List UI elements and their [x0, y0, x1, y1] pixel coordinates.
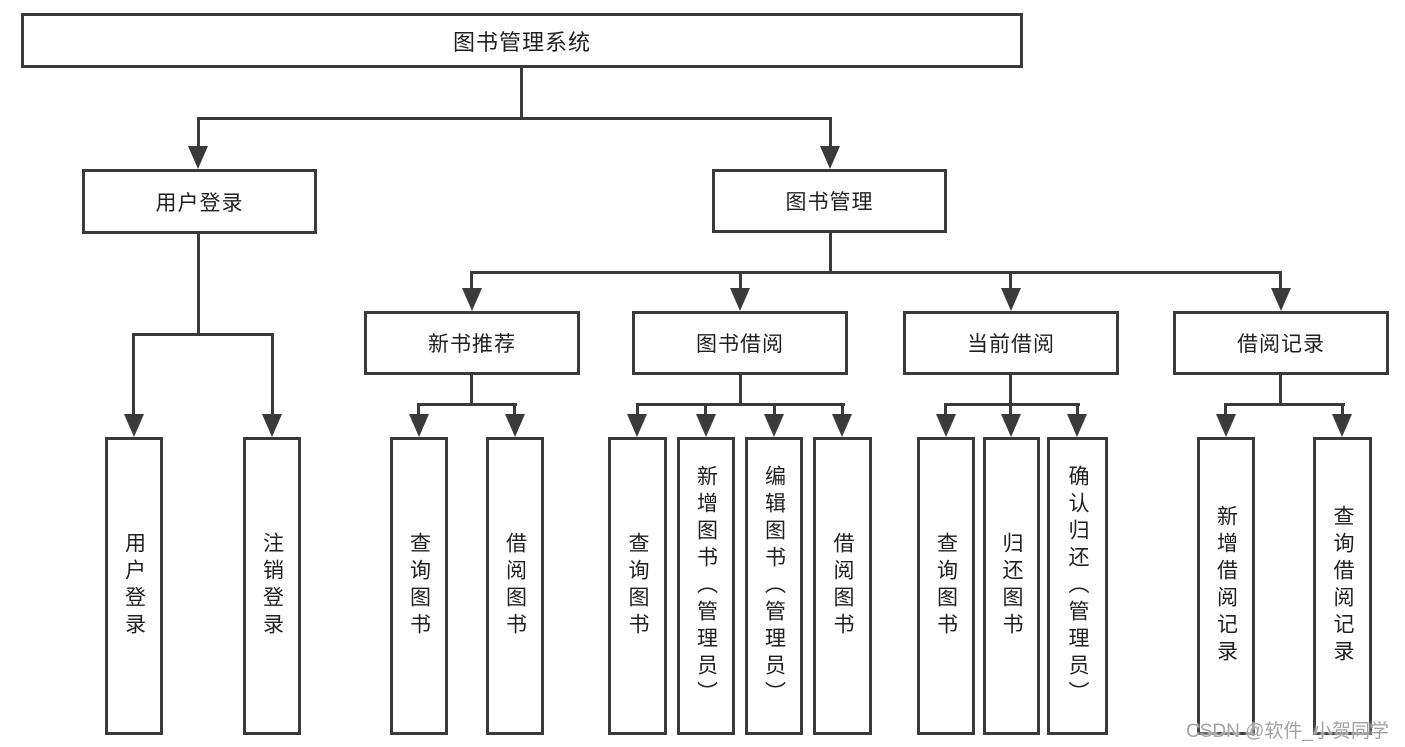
connector-line	[417, 403, 517, 406]
arrow-down-icon	[262, 414, 282, 437]
connector-line	[1279, 375, 1282, 406]
leaf-current-return-books: 归还图书	[983, 437, 1040, 735]
connector-line	[739, 375, 742, 406]
connector-line	[271, 333, 274, 417]
node-new-book-recommend: 新书推荐	[364, 311, 580, 375]
connector-line	[636, 403, 845, 406]
connector-line	[197, 117, 832, 120]
leaf-label: 借阅图书	[831, 532, 855, 640]
node-book-management-label: 图书管理	[785, 191, 874, 214]
arrow-down-icon	[462, 288, 482, 311]
node-user-login-label: 用户登录	[155, 191, 244, 215]
arrow-down-icon	[1001, 288, 1021, 311]
leaf-label: 查询图书	[626, 532, 650, 640]
connector-line	[944, 403, 947, 418]
arrow-down-icon	[730, 288, 750, 311]
connector-line	[1009, 375, 1012, 406]
node-current-borrowing-label: 当前借阅	[967, 333, 1055, 356]
leaf-label: 查询图书	[407, 532, 431, 640]
arrow-down-icon	[764, 414, 784, 437]
connector-line	[1224, 403, 1345, 406]
node-book-borrowing-label: 图书借阅	[696, 333, 784, 356]
connector-line	[470, 375, 473, 406]
node-borrow-records: 借阅记录	[1173, 311, 1389, 375]
node-root: 图书管理系统	[21, 13, 1023, 68]
leaf-label: 借阅图书	[503, 532, 527, 640]
arrow-down-icon	[505, 414, 525, 437]
connector-line	[513, 403, 516, 418]
leaf-label: 编辑图书（管理员）	[762, 464, 786, 708]
connector-line	[944, 403, 1080, 406]
node-user-login: 用户登录	[82, 169, 317, 234]
node-book-borrowing: 图书借阅	[632, 311, 848, 375]
leaf-records-add-record: 新增借阅记录	[1197, 437, 1255, 735]
connector-line	[1224, 403, 1227, 418]
leaf-recommend-query-books: 查询图书	[390, 437, 448, 735]
arrow-down-icon	[1332, 414, 1352, 437]
arrow-down-icon	[1216, 414, 1236, 437]
leaf-borrow-borrow-books: 借阅图书	[813, 437, 872, 735]
leaf-label: 新增借阅记录	[1214, 505, 1238, 667]
connector-line	[841, 403, 844, 418]
node-new-book-recommend-label: 新书推荐	[428, 333, 516, 356]
connector-line	[1076, 403, 1079, 418]
connector-line	[197, 234, 200, 336]
connector-line	[773, 403, 776, 418]
leaf-borrow-add-books-admin: 新增图书（管理员）	[677, 437, 735, 735]
connector-line	[829, 233, 832, 274]
node-root-label: 图书管理系统	[452, 29, 591, 55]
connector-line	[470, 271, 473, 291]
leaf-current-confirm-return-admin: 确认归还（管理员）	[1047, 437, 1108, 735]
connector-line	[829, 117, 832, 149]
arrow-down-icon	[124, 414, 144, 437]
leaf-label: 查询借阅记录	[1331, 505, 1355, 667]
leaf-logout: 注销登录	[243, 437, 301, 735]
arrow-down-icon	[1271, 288, 1291, 311]
leaf-label: 注销登录	[260, 532, 284, 640]
arrow-down-icon	[409, 414, 429, 437]
arrow-down-icon	[696, 414, 716, 437]
arrow-down-icon	[832, 414, 852, 437]
csdn-watermark: CSDN @软件_小贺同学	[1186, 721, 1389, 742]
leaf-label: 用户登录	[122, 532, 146, 640]
connector-line	[1009, 271, 1012, 291]
leaf-borrow-edit-books-admin: 编辑图书（管理员）	[745, 437, 803, 735]
connector-line	[132, 333, 274, 336]
arrow-down-icon	[1067, 414, 1087, 437]
connector-line	[470, 271, 1282, 274]
arrow-down-icon	[188, 146, 208, 169]
leaf-label: 归还图书	[1000, 532, 1024, 640]
connector-line	[1279, 271, 1282, 291]
arrow-down-icon	[820, 146, 840, 169]
connector-line	[520, 68, 523, 118]
leaf-recommend-borrow-books: 借阅图书	[486, 437, 544, 735]
connector-line	[1341, 403, 1344, 418]
leaf-current-query-books: 查询图书	[917, 437, 975, 735]
connector-line	[1009, 403, 1012, 418]
connector-line	[704, 403, 707, 418]
leaf-label: 查询图书	[934, 532, 958, 640]
leaf-label: 确认归还（管理员）	[1066, 464, 1090, 708]
node-borrow-records-label: 借阅记录	[1237, 333, 1325, 356]
connector-line	[739, 271, 742, 291]
leaf-label: 新增图书（管理员）	[694, 464, 718, 708]
leaf-borrow-query-books: 查询图书	[608, 437, 667, 735]
arrow-down-icon	[627, 414, 647, 437]
leaf-user-login: 用户登录	[105, 437, 163, 735]
connector-line	[132, 333, 135, 417]
connector-line	[417, 403, 420, 418]
leaf-records-query-record: 查询借阅记录	[1313, 437, 1372, 735]
arrow-down-icon	[936, 414, 956, 437]
arrow-down-icon	[1001, 414, 1021, 437]
node-current-borrowing: 当前借阅	[903, 311, 1119, 375]
node-book-management: 图书管理	[712, 169, 947, 233]
connector-line	[197, 117, 200, 149]
connector-line	[636, 403, 639, 418]
